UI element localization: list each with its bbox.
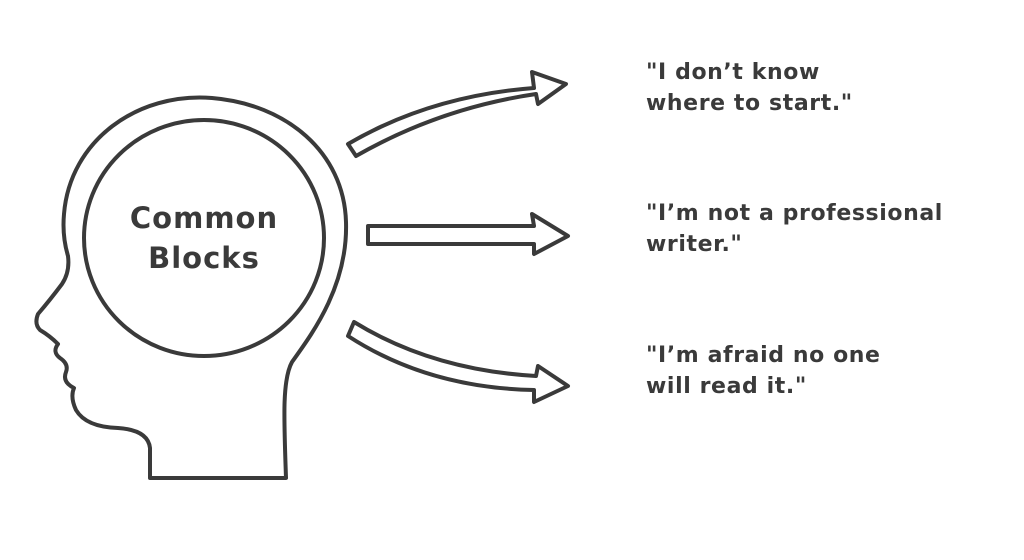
head-profile-icon (34, 95, 349, 480)
arrow-right-icon (346, 70, 568, 158)
quote-3: "I’m afraid no one will read it." (646, 340, 1006, 402)
quote-2-line2: writer." (646, 232, 743, 257)
center-label-line2: Blocks (148, 241, 260, 275)
inner-circle (82, 118, 326, 358)
arrow-right-icon (346, 320, 570, 404)
quote-3-line2: will read it." (646, 374, 807, 399)
center-label-line1: Common (129, 201, 279, 235)
quote-3-line1: "I’m afraid no one (646, 343, 881, 368)
center-label: Common Blocks (90, 198, 318, 278)
quote-1-line2: where to start." (646, 91, 853, 116)
quote-2-line1: "I’m not a professional (646, 201, 943, 226)
quote-1: "I don’t know where to start." (646, 57, 1006, 119)
quote-1-line1: "I don’t know (646, 60, 820, 85)
quote-2: "I’m not a professional writer." (646, 198, 1006, 260)
arrow-right-icon (366, 212, 570, 256)
